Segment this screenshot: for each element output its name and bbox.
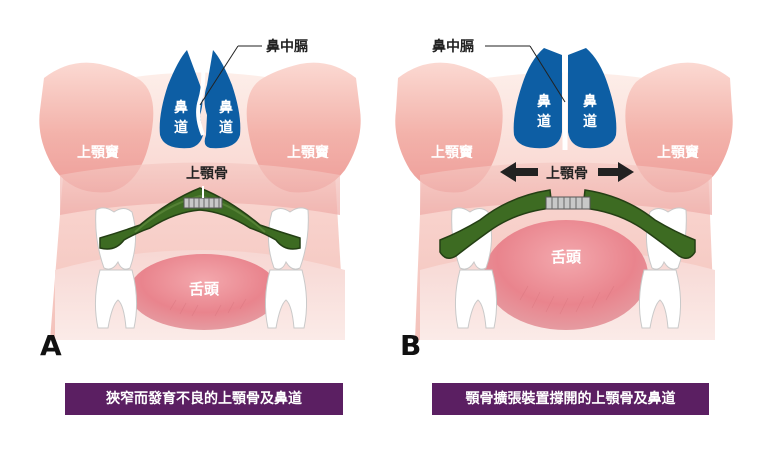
tooth-icon bbox=[454, 269, 682, 329]
septum-pointer bbox=[529, 45, 566, 103]
sinus-left-label: 上顎竇 bbox=[431, 144, 473, 161]
nasal-passage-right-char2: 道 bbox=[219, 119, 233, 136]
septum-pointer bbox=[199, 45, 239, 106]
nasal-septum bbox=[196, 49, 206, 136]
tongue-texture bbox=[169, 298, 247, 317]
tooth-icon bbox=[94, 269, 308, 329]
maxillary-sinus-left bbox=[39, 62, 154, 193]
maxillary-sinus-right bbox=[246, 62, 361, 193]
arrow-left-icon bbox=[500, 162, 538, 182]
maxilla-bone-left bbox=[439, 189, 553, 259]
panel-a: 鼻中膈 鼻 道 鼻 道 上顎竇 上顎竇 上顎骨 舌頭 A bbox=[39, 38, 361, 362]
nasal-passage-left-char1: 鼻 bbox=[537, 93, 551, 110]
maxilla-bone-inner bbox=[134, 194, 266, 233]
tongue-texture bbox=[519, 285, 615, 315]
tongue bbox=[129, 254, 279, 330]
nasal-passage-right-char1: 鼻 bbox=[583, 93, 597, 110]
nasal-passage-right bbox=[568, 48, 617, 149]
nasal-passage-right-char1: 鼻 bbox=[219, 99, 233, 116]
sinus-right-label: 上顎竇 bbox=[657, 144, 699, 161]
caption-panel-b: 顎骨擴張裝置撐開的上顎骨及鼻道 bbox=[432, 383, 709, 415]
expander-screw-icon bbox=[183, 197, 223, 209]
maxilla-label: 上顎骨 bbox=[186, 165, 228, 182]
maxilla-bone-right bbox=[582, 189, 696, 259]
nasal-passage-left-char2: 道 bbox=[537, 113, 551, 130]
arrow-right-icon bbox=[598, 162, 634, 182]
tongue-label: 舌頭 bbox=[189, 280, 220, 298]
gum-band bbox=[420, 162, 712, 215]
tongue-label: 舌頭 bbox=[551, 248, 582, 266]
nasal-passage-right-char2: 道 bbox=[583, 113, 597, 130]
panel-letter: A bbox=[40, 329, 62, 362]
maxilla-label: 上顎骨 bbox=[546, 165, 588, 182]
nasal-passage-right bbox=[204, 50, 241, 149]
nasal-septum-label: 鼻中膈 bbox=[432, 38, 474, 55]
nasal-passage-left-char2: 道 bbox=[174, 119, 188, 136]
panel-b: 鼻中膈 鼻 道 鼻 道 上顎竇 上顎竇 上顎骨 舌頭 B bbox=[395, 38, 733, 362]
nasal-passage-left bbox=[513, 48, 562, 149]
maxillary-sinus-right bbox=[625, 62, 733, 193]
maxillary-sinus-left bbox=[395, 62, 503, 193]
panel-letter: B bbox=[400, 329, 421, 362]
sinus-left-label: 上顎竇 bbox=[77, 144, 119, 161]
nasal-passage-left bbox=[159, 50, 203, 149]
tongue bbox=[484, 220, 648, 330]
sinus-right-label: 上顎竇 bbox=[287, 144, 329, 161]
nasal-passage-left-char1: 鼻 bbox=[174, 99, 188, 116]
caption-panel-a: 狹窄而發育不良的上顎骨及鼻道 bbox=[65, 383, 343, 415]
nasal-septum-label: 鼻中膈 bbox=[266, 38, 308, 55]
expander-screw-icon bbox=[545, 196, 591, 210]
